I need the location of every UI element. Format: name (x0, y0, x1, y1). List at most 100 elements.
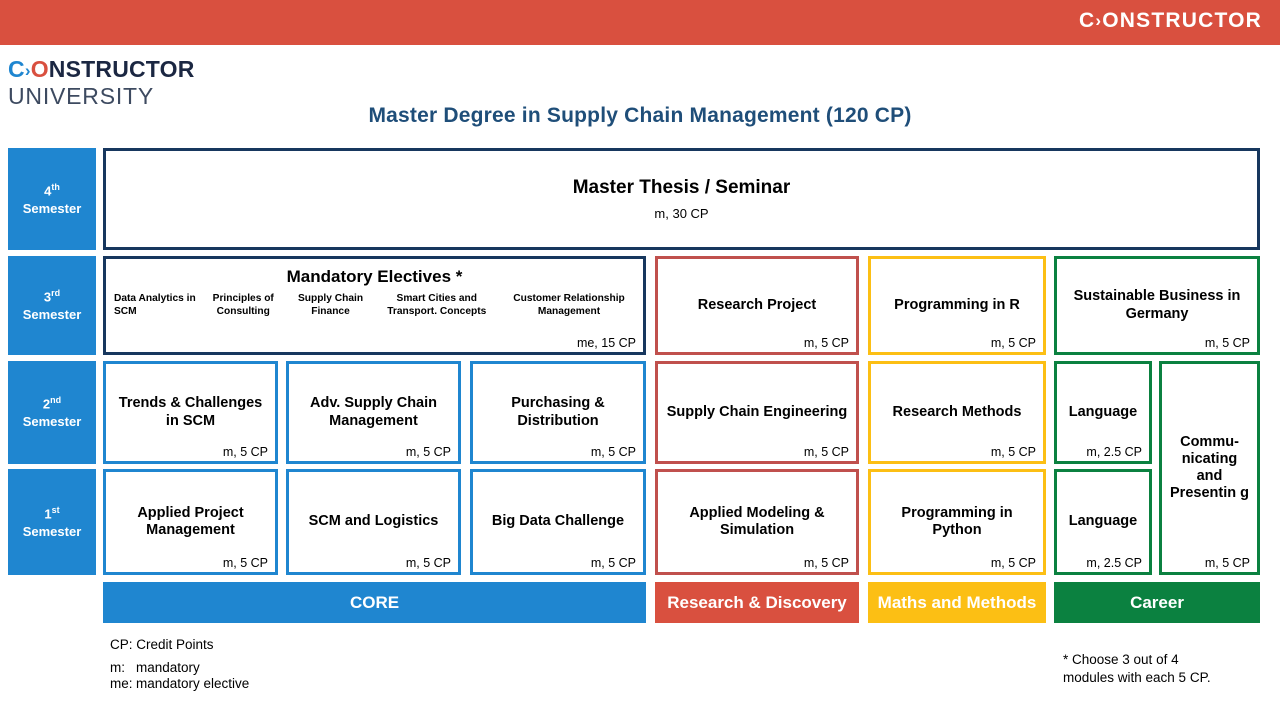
elective-item-principles-consulting[interactable]: Principles of Consulting (212, 293, 274, 317)
course-title: Programming in R (894, 296, 1020, 313)
semester-label-3: 3rd Semester (8, 256, 96, 355)
semester-ordinal-4: 4th (44, 181, 60, 199)
course-applied-modeling-simulation[interactable]: Applied Modeling & Simulation m, 5 CP (655, 469, 859, 575)
course-title: Applied Modeling & Simulation (689, 504, 825, 538)
course-credits: m, 5 CP (1204, 336, 1250, 350)
course-credits: m, 5 CP (990, 445, 1036, 459)
logo-arrow-icon: › (24, 61, 31, 80)
logo-letters-rest: NSTRUCTOR (48, 56, 195, 82)
semester-word-3: Semester (22, 307, 82, 323)
logo-wordmark-line1: C›ONSTRUCTOR (8, 58, 195, 81)
course-adv-supply-chain-management[interactable]: Adv. Supply Chain Management m, 5 CP (286, 361, 461, 464)
course-title: SCM and Logistics (308, 513, 439, 530)
course-title: Big Data Challenge (491, 513, 625, 530)
electives-item-row: Data Analytics in SCM Principles of Cons… (112, 293, 637, 319)
course-credits: m, 5 CP (990, 336, 1036, 350)
logo-wordmark-line2: UNIVERSITY (8, 83, 155, 109)
course-title: Master Thesis / Seminar (572, 176, 791, 198)
course-research-methods[interactable]: Research Methods m, 5 CP (868, 361, 1046, 464)
course-title: Purchasing & Distribution (511, 395, 605, 429)
course-credits: m, 5 CP (405, 556, 451, 570)
footnote-electives: * Choose 3 out of 4 modules with each 5 … (1063, 651, 1211, 687)
course-title: Commu-nicating and Presentin g (1170, 433, 1249, 502)
category-bar-maths-methods[interactable]: Maths and Methods (868, 582, 1046, 623)
semester-word-2: Semester (22, 414, 82, 430)
legend-val-m: mandatory (136, 659, 200, 675)
course-credits: m, 5 CP (590, 445, 636, 459)
course-big-data-challenge[interactable]: Big Data Challenge m, 5 CP (470, 469, 646, 575)
course-title: Adv. Supply Chain Management (309, 395, 438, 429)
course-title: Programming in Python (901, 504, 1013, 538)
course-applied-project-management[interactable]: Applied Project Management m, 5 CP (103, 469, 278, 575)
legend-key-me: me: (110, 676, 133, 691)
semester-ordinal-1: 1st (44, 504, 60, 522)
course-title: Research Methods (892, 403, 1022, 420)
course-sustainable-business-germany[interactable]: Sustainable Business in Germany m, 5 CP (1054, 256, 1260, 355)
page-title: Master Degree in Supply Chain Management… (368, 104, 912, 127)
semester-label-2: 2nd Semester (8, 361, 96, 464)
footnote-line-1: * Choose 3 out of 4 (1063, 652, 1179, 667)
course-research-project[interactable]: Research Project m, 5 CP (655, 256, 859, 355)
course-credits: m, 5 CP (803, 336, 849, 350)
course-credits: me, 15 CP (576, 336, 636, 350)
semester-label-4: 4th Semester (8, 148, 96, 250)
footnote-line-2: modules with each 5 CP. (1063, 670, 1211, 686)
course-scm-and-logistics[interactable]: SCM and Logistics m, 5 CP (286, 469, 461, 575)
legend-key-m: m: (110, 659, 125, 675)
course-programming-in-python[interactable]: Programming in Python m, 5 CP (868, 469, 1046, 575)
course-language-sem2[interactable]: Language m, 2.5 CP (1054, 361, 1152, 464)
course-credits: m, 5 CP (222, 556, 268, 570)
category-bar-career[interactable]: Career (1054, 582, 1260, 623)
curriculum-grid: 4th Semester 3rd Semester 2nd Semester 1… (0, 148, 1280, 628)
course-credits: m, 5 CP (590, 556, 636, 570)
course-credits: m, 2.5 CP (1086, 445, 1142, 459)
legend-val-me: mandatory elective (136, 676, 250, 691)
course-language-sem1[interactable]: Language m, 2.5 CP (1054, 469, 1152, 575)
course-title: Trends & Challenges in SCM (118, 395, 263, 429)
course-communicating-and-presenting[interactable]: Commu-nicating and Presentin g m, 5 CP (1159, 361, 1260, 575)
top-brand-bar: C›ONSTRUCTOR (0, 0, 1280, 45)
course-purchasing-distribution[interactable]: Purchasing & Distribution m, 5 CP (470, 361, 646, 464)
logo-letter-o: O (30, 56, 49, 82)
constructor-wordmark-top: C›ONSTRUCTOR (1079, 9, 1262, 33)
elective-item-customer-relationship[interactable]: Customer Relationship Management (513, 293, 625, 317)
course-trends-challenges-scm[interactable]: Trends & Challenges in SCM m, 5 CP (103, 361, 278, 464)
legend-mandatory: m: mandatory (110, 659, 249, 675)
course-mandatory-electives[interactable]: Mandatory Electives * Data Analytics in … (103, 256, 646, 355)
course-master-thesis[interactable]: Master Thesis / Seminar m, 30 CP (103, 148, 1260, 250)
course-credits: m, 2.5 CP (1086, 556, 1142, 570)
course-title: Language (1068, 513, 1138, 530)
course-credits: m, 5 CP (405, 445, 451, 459)
legend-mandatory-elective: me:mandatory elective (110, 677, 249, 691)
course-title: Supply Chain Engineering (666, 403, 848, 420)
electives-heading: Mandatory Electives * (286, 267, 463, 286)
semester-word-1: Semester (22, 523, 82, 539)
course-credits: m, 30 CP (654, 206, 709, 222)
course-programming-in-r[interactable]: Programming in R m, 5 CP (868, 256, 1046, 355)
course-credits: m, 5 CP (1204, 556, 1250, 570)
wordmark-o: O (1102, 9, 1120, 32)
semester-label-1: 1st Semester (8, 469, 96, 575)
course-credits: m, 5 CP (222, 445, 268, 459)
category-bar-core[interactable]: CORE (103, 582, 646, 623)
elective-item-supply-chain-finance[interactable]: Supply Chain Finance (297, 293, 364, 317)
wordmark-c: C (1078, 9, 1096, 32)
constructor-university-logo: C›ONSTRUCTOR UNIVERSITY (8, 58, 195, 108)
elective-item-smart-cities[interactable]: Smart Cities and Transport. Concepts (387, 293, 487, 317)
course-supply-chain-engineering[interactable]: Supply Chain Engineering m, 5 CP (655, 361, 859, 464)
course-title: Research Project (697, 296, 817, 313)
wordmark-arrow-icon: › (1095, 11, 1103, 30)
semester-word-4: Semester (22, 200, 82, 216)
course-credits: m, 5 CP (990, 556, 1036, 570)
course-title: Sustainable Business in Germany (1073, 288, 1241, 322)
semester-ordinal-3: 3rd (43, 288, 61, 305)
legend: CP: Credit Points m: mandatory me:mandato… (110, 638, 249, 691)
wordmark-rest: NSTRUCTOR (1119, 9, 1262, 32)
course-title: Language (1068, 403, 1138, 420)
course-credits: m, 5 CP (803, 445, 849, 459)
legend-credit-points: CP: Credit Points (110, 637, 214, 652)
semester-ordinal-2: 2nd (42, 395, 62, 412)
logo-letter-c: C (8, 56, 25, 82)
category-bar-research-discovery[interactable]: Research & Discovery (655, 582, 859, 623)
elective-item-data-analytics[interactable]: Data Analytics in SCM (114, 293, 196, 317)
